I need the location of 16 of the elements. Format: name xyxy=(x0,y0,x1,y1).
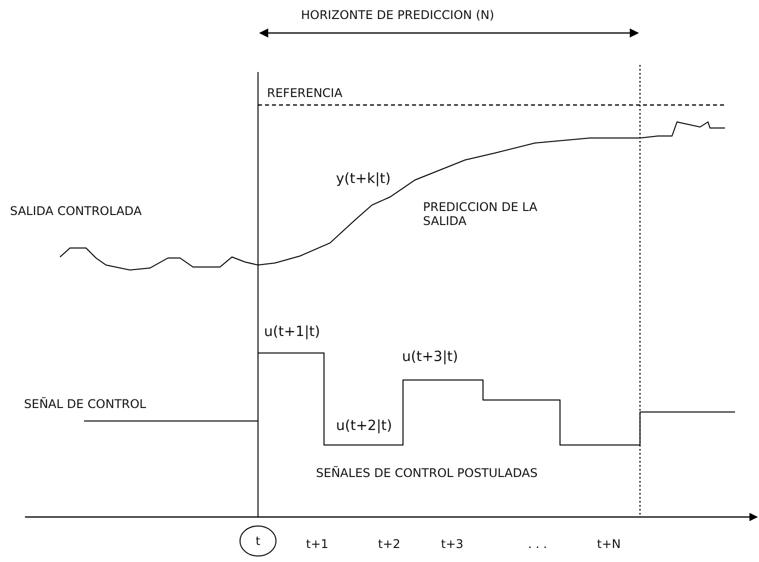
annotation-label: SEÑALES DE CONTROL POSTULADAS xyxy=(316,466,538,480)
axis-label: SEÑAL DE CONTROL xyxy=(24,397,146,411)
control-formula: u(t+1|t) xyxy=(264,325,320,339)
reference-label: REFERENCIA xyxy=(267,86,342,100)
horizon-label: HORIZONTE DE PREDICCION (N) xyxy=(301,8,494,22)
control-formula: u(t+2|t) xyxy=(336,419,392,433)
tick-label: t+N xyxy=(597,537,621,551)
tick-label: t+3 xyxy=(441,537,464,551)
output-formula: y(t+k|t) xyxy=(336,172,391,186)
axis-label: SALIDA CONTROLADA xyxy=(10,204,142,218)
control-formula: u(t+3|t) xyxy=(402,350,458,364)
tick-label: . . . xyxy=(528,537,548,551)
prediction-label: PREDICCION DE LA SALIDA xyxy=(423,200,538,228)
tick-label: t+2 xyxy=(378,537,400,551)
time-marker: t xyxy=(240,531,276,551)
tick-label: t+1 xyxy=(306,537,328,551)
